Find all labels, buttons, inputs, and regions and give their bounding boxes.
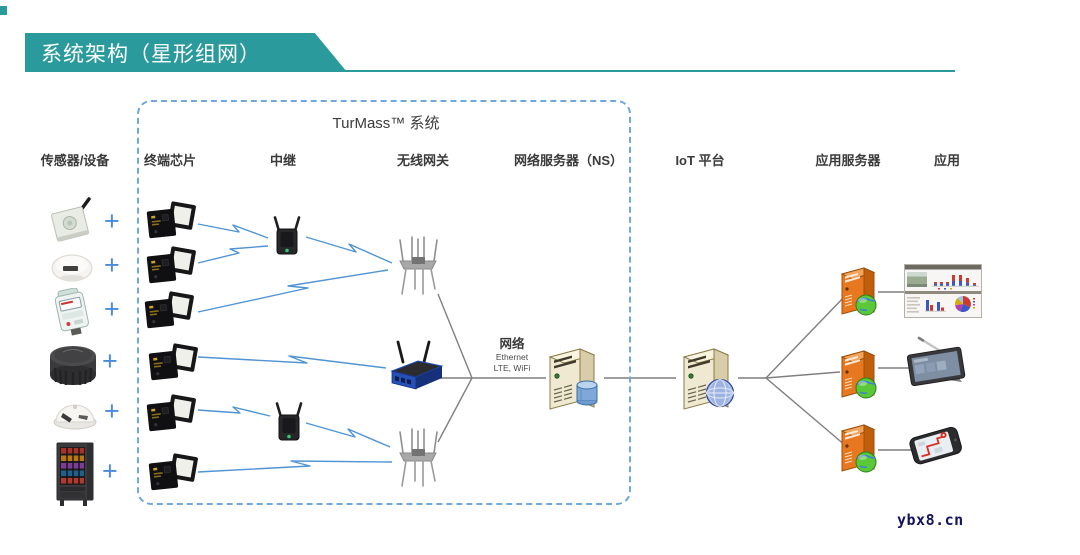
bolt-chip5-relay2 — [197, 406, 271, 417]
dome-sensor-icon — [53, 404, 97, 430]
phone-app-icon — [909, 426, 962, 465]
antenna-array-icon-top — [392, 236, 444, 296]
antenna-array-icon-bottom — [392, 428, 444, 488]
parking-sensor-icon — [50, 346, 96, 385]
chip-pair-icon-5 — [146, 393, 196, 433]
plus-sign-5: + — [104, 396, 120, 426]
column-header-application: 应用 — [933, 153, 960, 168]
app-server-icon-3 — [834, 420, 882, 474]
network-label-line2: LTE, WiFi — [493, 363, 531, 374]
page-title: 系统架构（星形组网） — [25, 33, 347, 72]
wired-connectors — [437, 291, 912, 451]
column-header-sensors: 传感器/设备 — [40, 153, 110, 168]
chip-pair-icon-4 — [148, 342, 198, 382]
line-branch-appserver1 — [765, 294, 847, 379]
bolt-chip2-relay1 — [197, 245, 269, 264]
app-server-icon-2 — [834, 346, 882, 400]
router-icon — [390, 340, 444, 390]
turmass-system-box — [137, 100, 631, 505]
smart-meter-icon — [54, 288, 89, 336]
wifi-repeater-icon-1 — [268, 216, 306, 258]
bolt-chip3-topgateway — [197, 269, 389, 313]
chip-pair-icon-1 — [146, 200, 196, 240]
network-server-icon — [540, 343, 598, 417]
plus-sign-4: + — [102, 346, 118, 376]
column-header-relay: 中继 — [269, 153, 296, 168]
chip-pair-icon-3 — [144, 290, 194, 330]
column-header-chips: 终端芯片 — [143, 153, 196, 168]
app-server-icon-1 — [834, 263, 882, 317]
corner-mark — [0, 6, 7, 15]
watermark: ybx8.cn — [897, 511, 964, 529]
bolt-chip6-bottomgateway — [197, 460, 393, 473]
plus-sign-6: + — [102, 456, 118, 486]
column-header-app-server: 应用服务器 — [815, 153, 881, 168]
network-label-title: 网络 — [499, 337, 525, 351]
line-topgateway-junction — [437, 293, 473, 379]
iot-platform-icon — [674, 343, 735, 417]
chip-pair-icon-6 — [148, 452, 198, 492]
bolt-relay2-bottomgateway — [305, 422, 391, 448]
antenna-sensor-icon — [51, 197, 91, 242]
wifi-repeater-icon-2 — [270, 402, 308, 444]
wireless-bolts — [197, 223, 393, 473]
line-branch-appserver2 — [765, 371, 841, 379]
bolt-chip1-relay1 — [197, 223, 269, 239]
column-header-gateway: 无线网关 — [396, 153, 449, 168]
line-branch-appserver3 — [765, 377, 847, 447]
chip-pair-icon-2 — [146, 245, 196, 285]
smoke-detector-icon — [51, 254, 93, 282]
turmass-system-label: TurMass™ 系统 — [332, 115, 440, 132]
column-header-network-server: 网络服务器（NS） — [514, 153, 624, 168]
plus-sign-2: + — [104, 250, 120, 280]
dashboard-app-icon — [904, 264, 982, 318]
line-bottomgateway-junction — [437, 377, 473, 443]
bolt-relay1-topgateway — [305, 236, 393, 264]
column-header-iot-platform: IoT 平台 — [675, 153, 725, 168]
plus-sign-1: + — [104, 206, 120, 236]
bolt-chip4-router — [197, 355, 387, 369]
network-label-line1: Ethernet — [495, 352, 529, 363]
tablet-app-icon — [906, 336, 966, 386]
network-label: 网络 Ethernet LTE, WiFi — [478, 336, 546, 374]
page-title-text: 系统架构（星形组网） — [41, 42, 261, 66]
vending-machine-icon — [56, 442, 94, 506]
title-underline — [338, 70, 955, 72]
plus-sign-3: + — [104, 294, 120, 324]
